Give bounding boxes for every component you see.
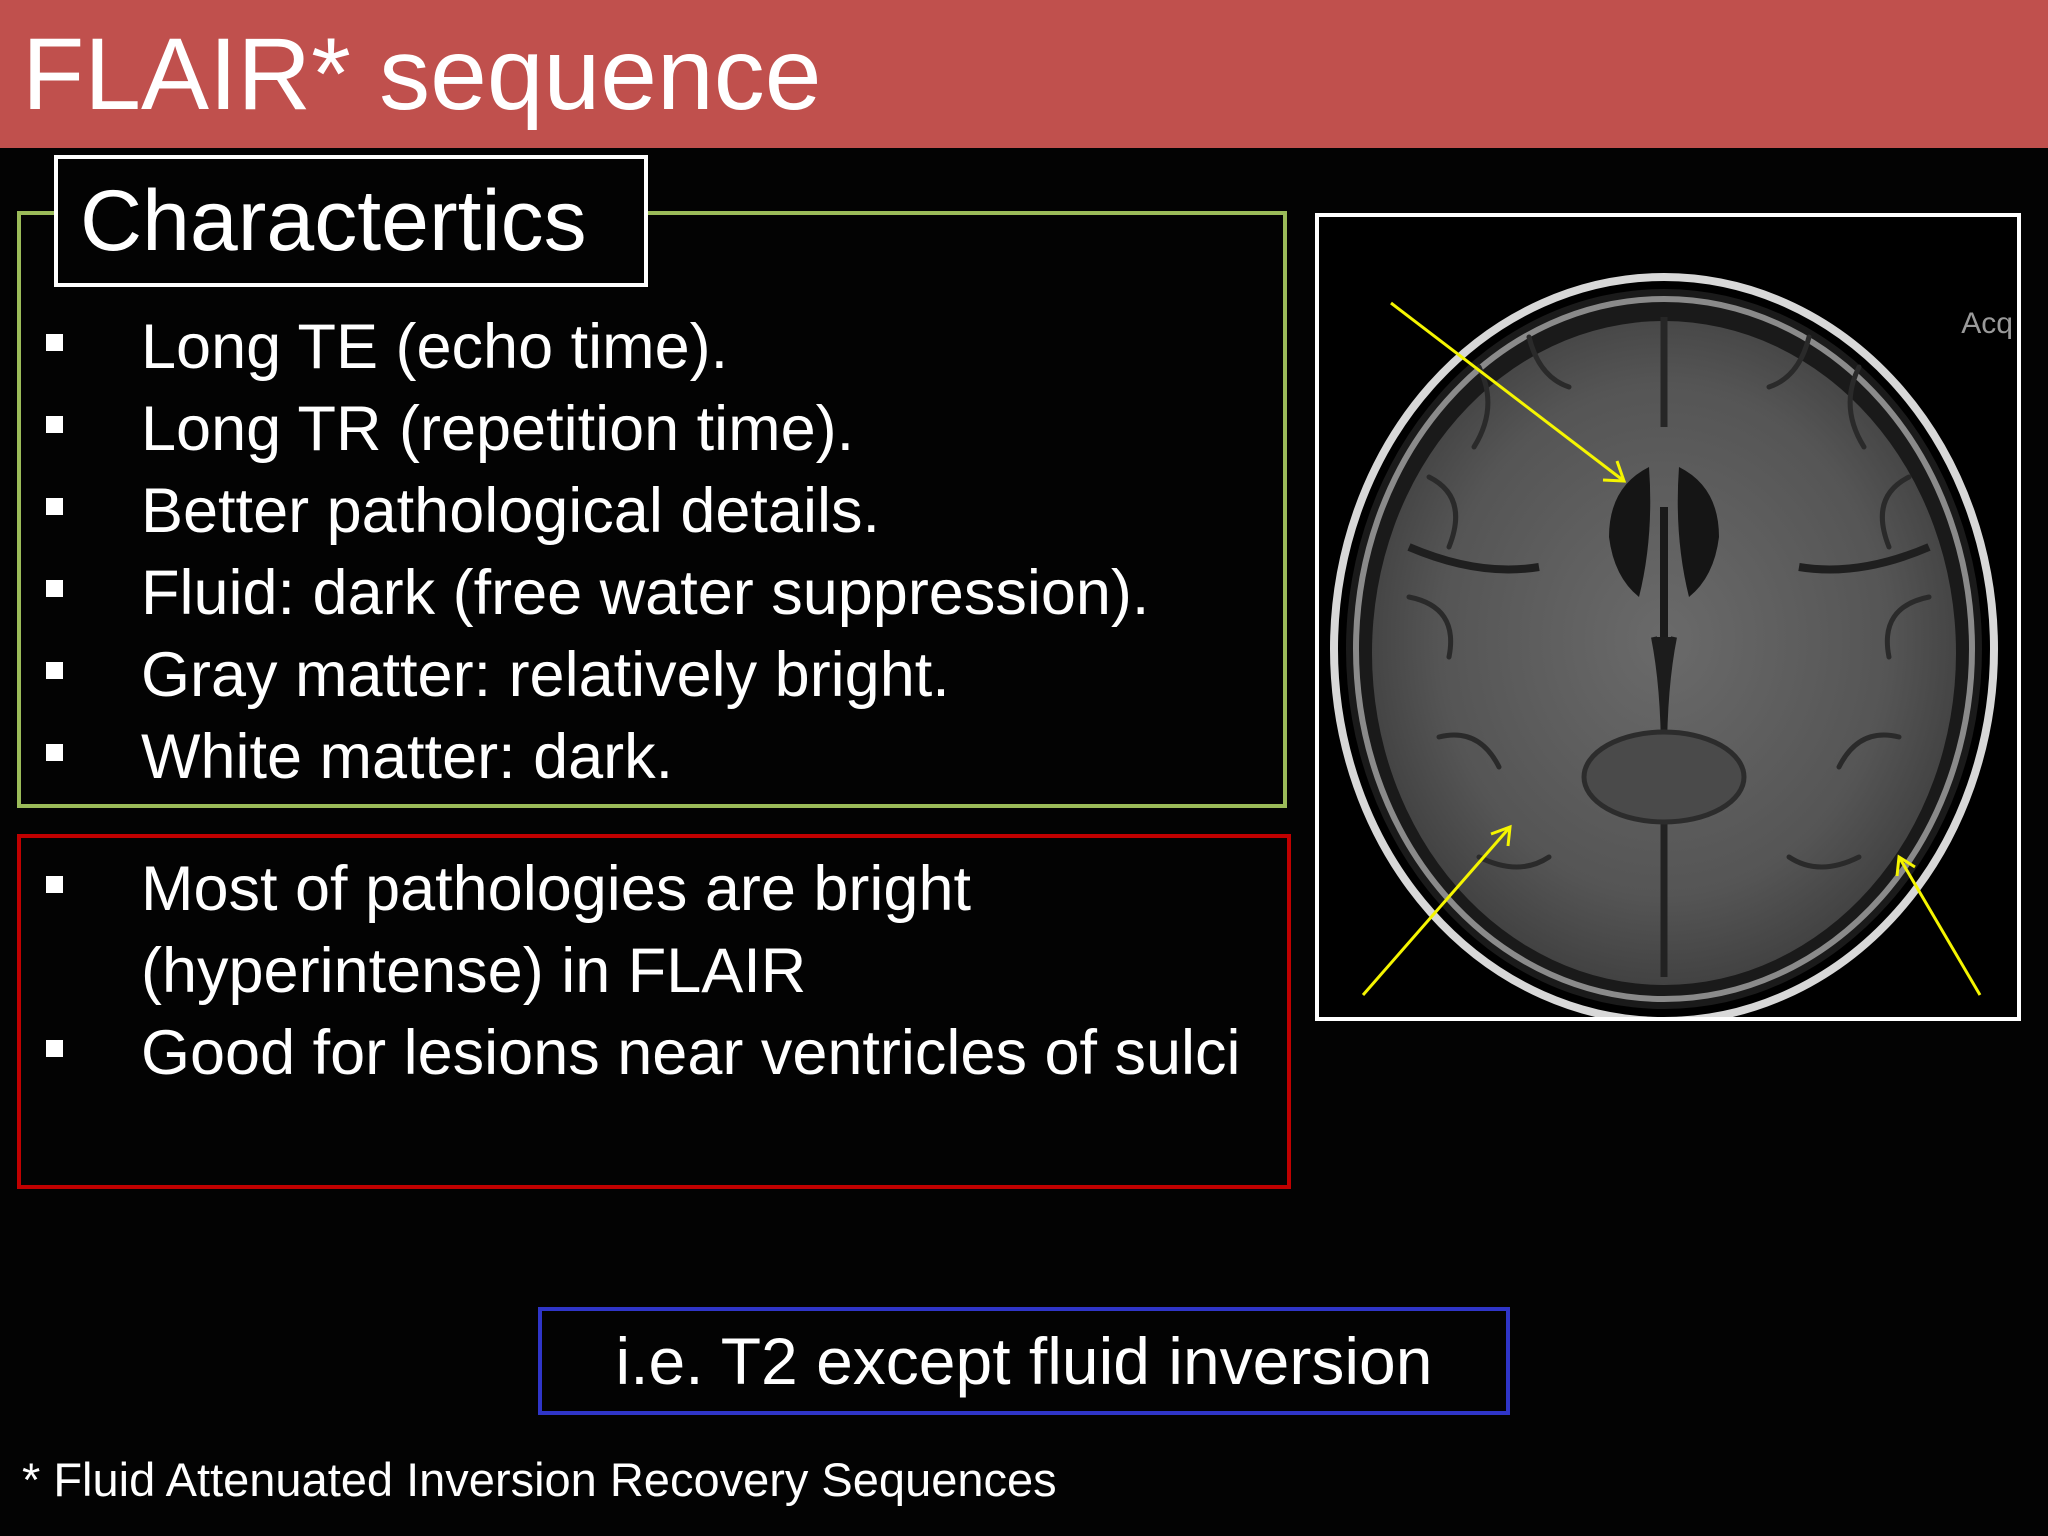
list-item: Good for lesions near ventricles of sulc… (18, 1012, 1278, 1094)
square-bullet-icon (46, 498, 63, 515)
acq-label: Acq (1961, 307, 2013, 340)
characteristics-heading: Charactertics (54, 155, 648, 287)
arrow-left-occipital (1361, 826, 1512, 996)
characteristics-list: Long TE (echo time). Long TR (repetition… (18, 306, 1278, 798)
skull-outline (1330, 273, 1998, 1017)
square-bullet-icon (46, 580, 63, 597)
list-item: Fluid: dark (free water suppression). (18, 552, 1278, 634)
arrow-right-occipital (1897, 856, 1982, 996)
list-item: Long TR (repetition time). (18, 388, 1278, 470)
list-item-text: Gray matter: relatively bright. (141, 640, 950, 710)
pathology-box (17, 834, 1291, 1189)
list-item: Long TE (echo time). (18, 306, 1278, 388)
title-bar: FLAIR* sequence (0, 0, 2048, 148)
list-item: Gray matter: relatively bright. (18, 634, 1278, 716)
list-item-text: Most of pathologies are bright (hyperint… (141, 854, 971, 1006)
arrow-frontal-horn (1390, 301, 1625, 483)
characteristics-box (17, 211, 1287, 808)
list-item: Better pathological details. (18, 470, 1278, 552)
square-bullet-icon (46, 416, 63, 433)
square-bullet-icon (46, 744, 63, 761)
list-item-text: Better pathological details. (141, 476, 880, 546)
list-item-text: Long TE (echo time). (141, 312, 729, 382)
footnote: * Fluid Attenuated Inversion Recovery Se… (22, 1453, 1057, 1506)
list-item-text: Fluid: dark (free water suppression). (141, 558, 1150, 628)
list-item: White matter: dark. (18, 716, 1278, 798)
square-bullet-icon (46, 876, 63, 893)
list-item-text: Long TR (repetition time). (141, 394, 855, 464)
square-bullet-icon (46, 1040, 63, 1057)
mri-brain-image: Acq (1315, 213, 2021, 1021)
list-item-text: White matter: dark. (141, 722, 674, 792)
list-item-text: Good for lesions near ventricles of sulc… (141, 1018, 1241, 1088)
summary-box: i.e. T2 except fluid inversion (538, 1307, 1510, 1415)
ventricles (1609, 467, 1651, 597)
list-item: Most of pathologies are bright (hyperint… (18, 848, 1278, 1012)
square-bullet-icon (46, 334, 63, 351)
square-bullet-icon (46, 662, 63, 679)
mri-scan-illustration (1319, 217, 2017, 1017)
pathology-list: Most of pathologies are bright (hyperint… (18, 848, 1278, 1094)
slide-title: FLAIR* sequence (22, 17, 822, 131)
